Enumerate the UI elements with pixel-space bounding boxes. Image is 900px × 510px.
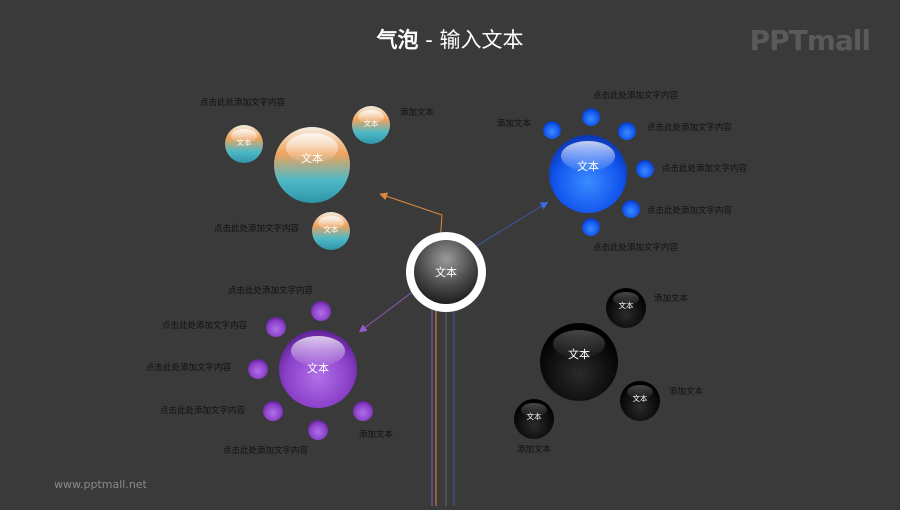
center-text: 文本	[435, 265, 457, 279]
black-cluster: 文本 文本 文本 文本	[514, 288, 660, 439]
shine	[561, 141, 615, 171]
blue-label: 点击此处添加文字内容	[662, 164, 748, 174]
purple-label: 点击此处添加文字内容	[162, 321, 248, 331]
page-title: 气泡 - 输入文本	[0, 24, 900, 54]
shine	[286, 133, 338, 163]
purple-small-bubble[interactable]	[263, 401, 283, 421]
purple-small-bubble[interactable]	[308, 420, 328, 440]
title-separator: -	[418, 28, 440, 52]
purple-label: 点击此处添加文字内容	[160, 406, 246, 416]
orange-small-text: 文本	[237, 137, 252, 147]
purple-satellites	[248, 301, 373, 440]
purple-small-bubble[interactable]	[248, 359, 268, 379]
purple-small-bubble[interactable]	[266, 317, 286, 337]
shine	[231, 129, 257, 143]
orange-main-text: 文本	[301, 151, 323, 165]
blue-small-bubble[interactable]	[582, 218, 600, 236]
purple-main-text: 文本	[307, 361, 329, 375]
purple-label: 点击此处添加文字内容	[223, 446, 309, 456]
black-label: 添加文本	[669, 387, 704, 397]
orange-small-text: 文本	[364, 118, 379, 128]
shine	[627, 385, 653, 399]
blue-label: 添加文本	[497, 119, 532, 129]
orange-small-text: 文本	[324, 224, 339, 234]
shine	[521, 403, 547, 417]
shine	[358, 110, 384, 124]
black-small-text: 文本	[633, 393, 648, 403]
purple-connector	[358, 289, 433, 506]
blue-label: 点击此处添加文字内容	[593, 91, 679, 101]
blue-small-bubble[interactable]	[618, 122, 636, 140]
center-node: 文本	[406, 232, 486, 312]
blue-label: 点击此处添加文字内容	[593, 243, 679, 253]
black-label: 添加文本	[517, 445, 552, 455]
purple-cluster: 文本	[248, 301, 373, 440]
blue-label: 点击此处添加文字内容	[647, 123, 733, 133]
black-main-text: 文本	[568, 347, 590, 361]
purple-small-bubble[interactable]	[311, 301, 331, 321]
blue-small-bubble[interactable]	[622, 200, 640, 218]
blue-cluster: 文本	[543, 108, 654, 236]
orange-label: 点击此处添加文字内容	[200, 98, 286, 108]
blue-label: 点击此处添加文字内容	[647, 206, 733, 216]
purple-small-bubble[interactable]	[353, 401, 373, 421]
orange-label: 点击此处添加文字内容	[214, 224, 300, 234]
purple-label: 点击此处添加文字内容	[228, 286, 314, 296]
blue-small-bubble[interactable]	[543, 121, 561, 139]
black-small-text: 文本	[619, 300, 634, 310]
orange-label: 添加文本	[400, 108, 435, 118]
purple-label: 添加文本	[359, 430, 394, 440]
black-small-text: 文本	[527, 411, 542, 421]
black-label: 添加文本	[654, 294, 689, 304]
title-bold: 气泡	[376, 28, 419, 52]
center-bubble[interactable]	[414, 240, 478, 304]
title-rest: 输入文本	[439, 28, 524, 52]
blue-main-text: 文本	[577, 159, 599, 173]
shine	[613, 292, 639, 306]
shine	[291, 336, 345, 366]
shine	[318, 216, 344, 230]
blue-small-bubble[interactable]	[636, 160, 654, 178]
orange-cluster: 文本 文本 文本 文本	[225, 106, 390, 250]
shine	[553, 330, 605, 358]
pptmall-logo: PPTmall	[749, 24, 871, 57]
blue-small-bubble[interactable]	[582, 108, 600, 126]
footer-url: www.pptmall.net	[54, 478, 147, 491]
blue-satellites	[543, 108, 654, 236]
purple-label: 点击此处添加文字内容	[146, 363, 232, 373]
